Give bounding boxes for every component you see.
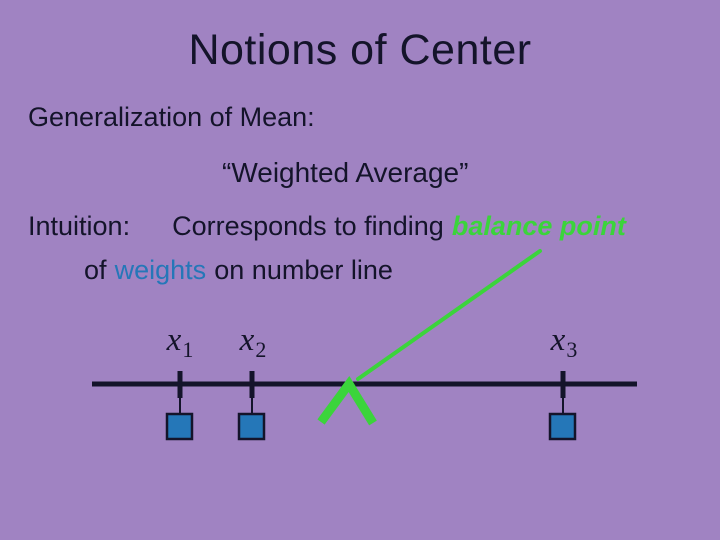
intuition-label: Intuition: [28, 211, 131, 241]
balance-pointer-line [356, 249, 542, 381]
axis-label-x1: x1 [140, 322, 220, 363]
weight-square-x1 [165, 412, 194, 441]
axis-label-x2: x2 [213, 322, 293, 363]
generalization-text: Generalization of Mean: [28, 102, 315, 132]
axis-label-x2-sub: 2 [255, 337, 267, 362]
weighted-average-text: “Weighted Average” [222, 157, 469, 188]
axis-label-x2-base: x [239, 322, 255, 358]
axis-label-x1-base: x [166, 322, 182, 358]
weight-square-x3 [548, 412, 577, 441]
axis-label-x3-base: x [550, 322, 566, 358]
number-line-diagram [92, 249, 637, 441]
weights-highlight: weights [114, 255, 207, 285]
weights-line-post: on number line [214, 255, 393, 285]
weight-square-x2 [237, 412, 266, 441]
axis-label-x3-sub: 3 [566, 337, 578, 362]
weights-line-pre: of [84, 255, 107, 285]
balance-point-highlight: balance point [451, 211, 626, 241]
fulcrum-icon [317, 375, 377, 426]
intuition-text: Corresponds to finding [172, 211, 444, 241]
slide-title: Notions of Center [188, 26, 532, 74]
axis-label-x3: x3 [524, 322, 604, 363]
axis-label-x1-sub: 1 [182, 337, 194, 362]
